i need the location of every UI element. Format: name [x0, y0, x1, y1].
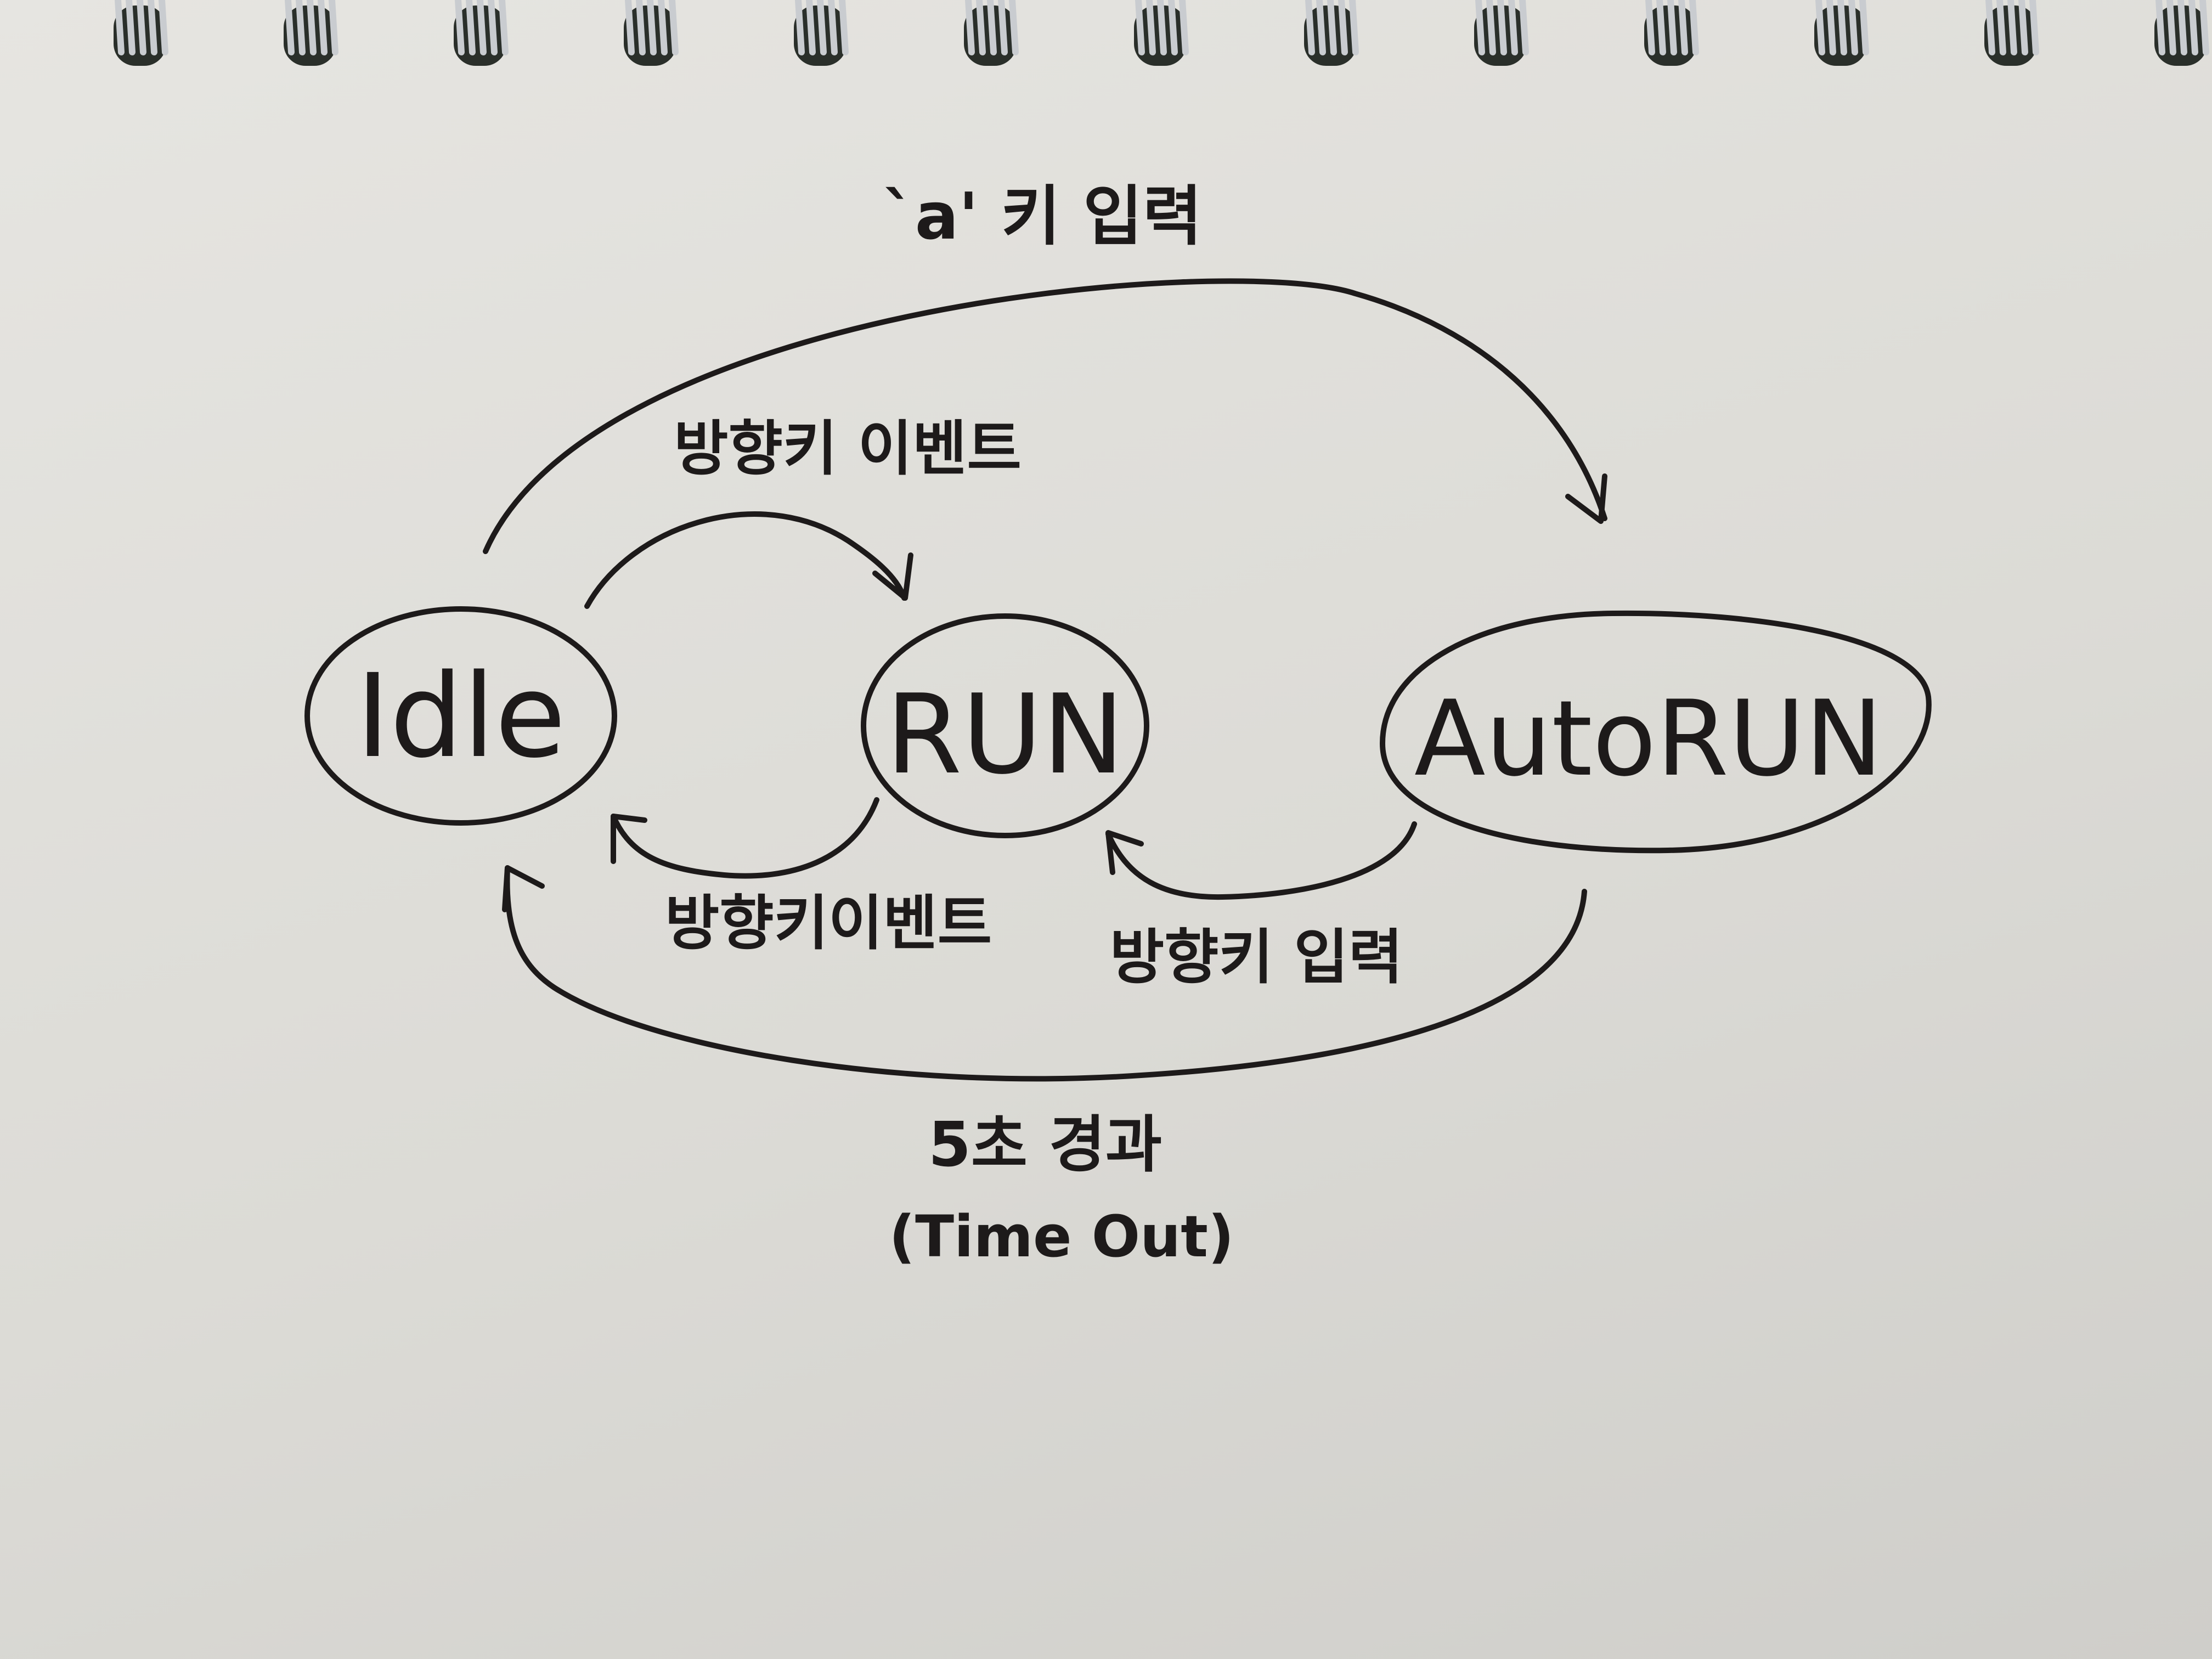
spiral-wire: [115, 0, 125, 55]
idle-node: [304, 606, 617, 826]
spiral-wire: [1497, 0, 1507, 55]
arrowhead-run-lower: [1105, 830, 1144, 875]
run-label: RUN: [886, 671, 1125, 799]
spiral-wire: [296, 0, 306, 55]
spiral-wire: [148, 0, 157, 55]
spiral-wire: [2188, 0, 2198, 55]
spiral-wire: [998, 0, 1008, 55]
spiral-wire: [1486, 0, 1496, 55]
edge-run-to-idle: [611, 797, 879, 879]
spiral-wire: [159, 0, 168, 55]
spiral-wire: [1316, 0, 1326, 55]
spiral-wire: [625, 0, 635, 55]
spiral-wire: [1475, 0, 1485, 55]
spiral-wire: [1678, 0, 1688, 55]
spiral-wire: [137, 0, 146, 55]
spiral-wire: [477, 0, 487, 55]
spiral-wire: [1168, 0, 1178, 55]
spiral-wire: [2199, 0, 2209, 55]
edge-idle-to-autorun: [483, 278, 1607, 554]
spiral-wire: [1305, 0, 1315, 55]
spiral-wire: [976, 0, 986, 55]
spiral-wire: [1848, 0, 1858, 55]
spiral-wire: [839, 0, 849, 55]
spiral-wire: [329, 0, 338, 55]
spiral-wire: [2166, 0, 2176, 55]
spiral-wire: [806, 0, 816, 55]
spiral-wire: [1179, 0, 1189, 55]
spiral-wire: [455, 0, 465, 55]
autorun-label: AutoRUN: [1414, 678, 1883, 799]
spiral-wire: [817, 0, 827, 55]
edge-idle-to-run: [584, 511, 907, 609]
spiral-wire: [318, 0, 328, 55]
spiral-wire: [2029, 0, 2039, 55]
spiral-wire: [1656, 0, 1666, 55]
spiral-wire: [499, 0, 509, 55]
spiral-wire: [2007, 0, 2017, 55]
spiral-wire: [1519, 0, 1529, 55]
spiral-wire: [1009, 0, 1019, 55]
label-run-to-idle: 방향키이벤트: [665, 889, 992, 958]
spiral-wire: [1146, 0, 1156, 55]
spiral-wire: [1338, 0, 1348, 55]
edge-autorun-to-idle: [504, 865, 1587, 1082]
spiral-wire: [466, 0, 476, 55]
arrowhead-idle-lower: [611, 814, 647, 864]
spiral-wire: [669, 0, 679, 55]
spiral-wire: [1689, 0, 1699, 55]
label-autorun-to-run: 방향키 입력: [1110, 923, 1403, 992]
spiral-binding: [114, 0, 2209, 66]
run-node: [861, 613, 1149, 838]
spiral-wire: [1996, 0, 2006, 55]
spiral-wire: [2018, 0, 2028, 55]
spiral-wire: [2177, 0, 2187, 55]
spiral-wire: [658, 0, 668, 55]
spiral-wire: [965, 0, 975, 55]
spiral-wire: [2155, 0, 2165, 55]
arrowhead-autorun-top: [1565, 473, 1607, 524]
spiral-wire: [987, 0, 997, 55]
spiral-wire: [1859, 0, 1869, 55]
spiral-wire: [1327, 0, 1337, 55]
arrowhead-idle-bottom: [502, 865, 545, 912]
spiral-wire: [1826, 0, 1836, 55]
idle-label: Idle: [356, 649, 566, 783]
label-timeout-line1: 5초 경과: [928, 1109, 1162, 1181]
spiral-wire: [1815, 0, 1825, 55]
spiral-wire: [795, 0, 805, 55]
autorun-node: [1380, 610, 1932, 854]
spiral-wire: [828, 0, 838, 55]
label-idle-to-autorun: `a' 키 입력: [883, 178, 1203, 254]
label-timeout-line2: (Time Out): [889, 1203, 1234, 1270]
spiral-wire: [1667, 0, 1677, 55]
spiral-wire: [1349, 0, 1359, 55]
spiral-wire: [1157, 0, 1167, 55]
edge-autorun-to-run: [1105, 821, 1417, 900]
spiral-wire: [1985, 0, 1995, 55]
spiral-wire: [307, 0, 317, 55]
spiral-wire: [1508, 0, 1518, 55]
spiral-wire: [1645, 0, 1655, 55]
arrowhead-run-top: [872, 552, 913, 601]
spiral-wire: [1837, 0, 1847, 55]
spiral-wire: [488, 0, 498, 55]
spiral-wire: [126, 0, 136, 55]
label-idle-to-run: 방향키 이벤트: [674, 415, 1022, 483]
spiral-wire: [636, 0, 646, 55]
spiral-wire: [1135, 0, 1145, 55]
spiral-wire: [285, 0, 295, 55]
spiral-wire: [647, 0, 657, 55]
